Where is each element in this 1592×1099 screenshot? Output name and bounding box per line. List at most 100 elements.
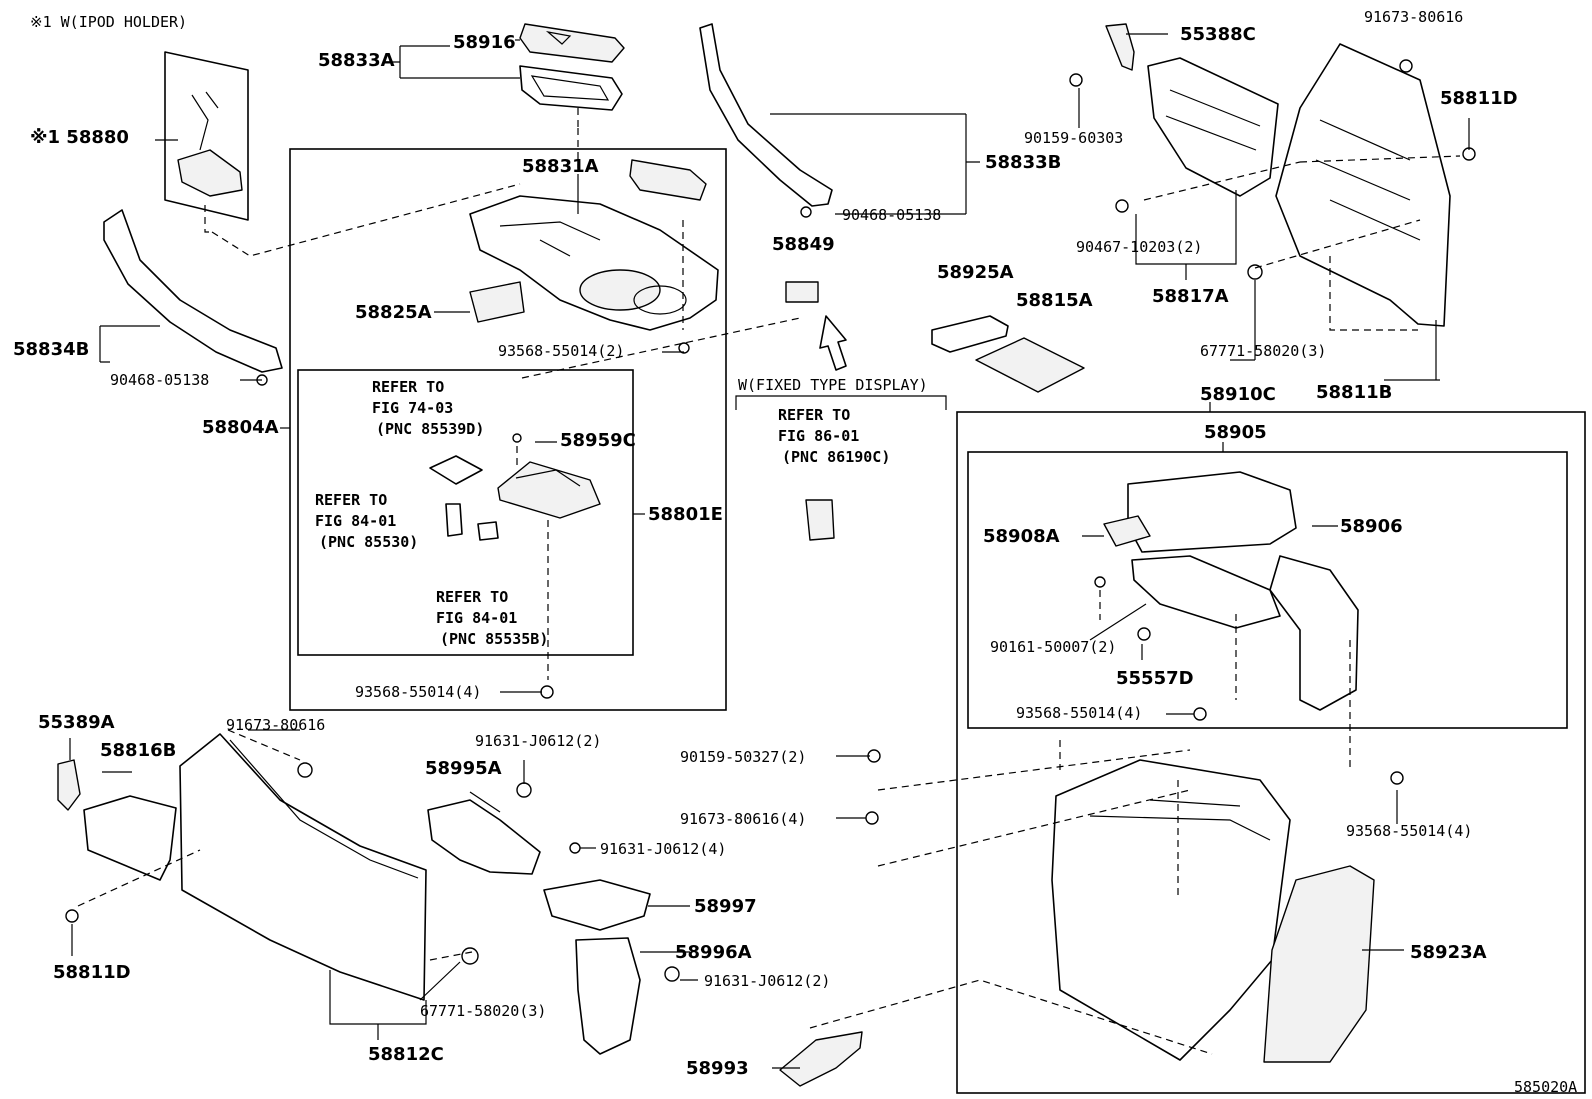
label-58906: 58906 (1340, 516, 1403, 537)
refer-85539D-line1: REFER TO (372, 378, 444, 396)
label-58916: 58916 (453, 32, 516, 53)
lid-58916 (519, 23, 625, 63)
group-box-58905 (967, 451, 1568, 729)
screw-93568-bottom (540, 685, 554, 699)
label-58923A: 58923A (1410, 942, 1487, 963)
label-67771-58020-top: 67771-58020(3) (1200, 342, 1326, 360)
hinge-58908A (1103, 515, 1151, 547)
refer-85539D-line3: (PNC 85539D) (376, 420, 484, 438)
label-58997: 58997 (694, 896, 757, 917)
label-90467-10203: 90467-10203(2) (1076, 238, 1202, 256)
label-58833A: 58833A (318, 50, 395, 71)
fixed-display-bracket (735, 395, 947, 410)
bracket-58997 (543, 879, 651, 931)
label-91631-J0612-4: 91631-J0612(4) (600, 840, 726, 858)
label-55389A: 55389A (38, 712, 115, 733)
label-90468-05138-left: 90468-05138 (110, 371, 209, 389)
label-58908A: 58908A (983, 526, 1060, 547)
label-58804A: 58804A (202, 417, 279, 438)
refer-86190C-line1: REFER TO (778, 406, 850, 424)
label-58910C: 58910C (1200, 384, 1276, 405)
label-93568-55014-4-lower: 93568-55014(4) (355, 683, 481, 701)
side-panel-58923A (1263, 865, 1375, 1063)
label-58812C: 58812C (368, 1044, 444, 1065)
bezel-58801E (497, 461, 601, 519)
trim-58833B (699, 23, 833, 207)
box-58825A (469, 281, 525, 323)
refer-85535B-line2: FIG 84-01 (436, 609, 517, 627)
label-91673-80616-4: 91673-80616(4) (680, 810, 806, 828)
label-91673-80616-left: 91673-80616 (226, 716, 325, 734)
label-58959C: 58959C (560, 430, 636, 451)
diagram-id: 585020A (1514, 1078, 1577, 1096)
label-58816B: 58816B (100, 740, 176, 761)
refer-86190C-line3: (PNC 86190C) (782, 448, 890, 466)
label-58995A: 58995A (425, 758, 502, 779)
refer-85535B-line1: REFER TO (436, 588, 508, 606)
panel-58816B (83, 795, 177, 881)
refer-85530-line1: REFER TO (315, 491, 387, 509)
clip-55389A (57, 759, 81, 811)
cup-58833A (519, 65, 623, 111)
refer-85530-line3: (PNC 85530) (319, 533, 418, 551)
hinge-bracket-58905 (1269, 555, 1359, 711)
label-90161-50007: 90161-50007(2) (990, 638, 1116, 656)
label-58801E: 58801E (648, 504, 723, 525)
label-58811D-bottom: 58811D (53, 962, 131, 983)
label-58815A: 58815A (1016, 290, 1093, 311)
label-58811D-top: 58811D (1440, 88, 1518, 109)
label-fixed-display: W(FIXED TYPE DISPLAY) (738, 376, 928, 394)
refer-86190C-line2: FIG 86-01 (778, 427, 859, 445)
label-58817A: 58817A (1152, 286, 1229, 307)
group-box-58910C (956, 411, 1586, 1094)
label-93568-55014-4-mid: 93568-55014(4) (1016, 704, 1142, 722)
socket-85535B (477, 521, 499, 541)
tray-58905 (1131, 555, 1281, 629)
mat-58815A (975, 337, 1085, 393)
switch-58849 (785, 281, 819, 303)
label-55388C: 55388C (1180, 24, 1256, 45)
label-55557D: 55557D (1116, 668, 1194, 689)
refer-85539D-line2: FIG 74-03 (372, 399, 453, 417)
bracket-58995A (427, 799, 541, 875)
armrest-pad-58831A (629, 159, 707, 201)
label-90159-60303: 90159-60303 (1024, 129, 1123, 147)
refer-85530-line2: FIG 84-01 (315, 512, 396, 530)
label-58996A: 58996A (675, 942, 752, 963)
screw-93568-top (678, 342, 690, 354)
bracket-55388C (1105, 23, 1135, 71)
label-58825A: 58825A (355, 302, 432, 323)
label-58831A: 58831A (522, 156, 599, 177)
socket-85530 (445, 503, 463, 537)
label-58834B: 58834B (13, 339, 89, 360)
group-box-58801E (297, 369, 634, 656)
armrest-58906 (1127, 471, 1297, 553)
display-part-86190C (805, 499, 835, 541)
refer-85535B-line3: (PNC 85535B) (440, 630, 548, 648)
label-91673-80616-top: 91673-80616 (1364, 8, 1463, 26)
label-58905: 58905 (1204, 422, 1267, 443)
label-91631-J0612-2-bottom: 91631-J0612(2) (704, 972, 830, 990)
panel-58817A (1147, 57, 1279, 197)
label-90159-50327: 90159-50327(2) (680, 748, 806, 766)
label-93568-55014-2: 93568-55014(2) (498, 342, 624, 360)
label-90468-05138-right: 90468-05138 (842, 206, 941, 224)
tray-58925A (931, 315, 1009, 353)
ipod-holder-note: ※1 W(IPOD HOLDER) (30, 13, 187, 31)
label-91631-J0612-2-top: 91631-J0612(2) (475, 732, 601, 750)
panel-58812C (179, 733, 427, 1001)
group-box-58804A (289, 148, 727, 711)
bracket-58996A (575, 937, 641, 1055)
label-58811B: 58811B (1316, 382, 1392, 403)
label-58880: ※1 58880 (30, 127, 129, 148)
label-58849: 58849 (772, 234, 835, 255)
ipod-holder-58880 (177, 149, 243, 197)
bracket-58993 (779, 1031, 863, 1087)
trim-85539D (429, 455, 483, 485)
label-67771-58020-bottom: 67771-58020(3) (420, 1002, 546, 1020)
panel-58811B (1275, 43, 1451, 327)
label-58993: 58993 (686, 1058, 749, 1079)
fixed-display-arrow (819, 315, 847, 371)
box-58910C (1051, 759, 1291, 1061)
